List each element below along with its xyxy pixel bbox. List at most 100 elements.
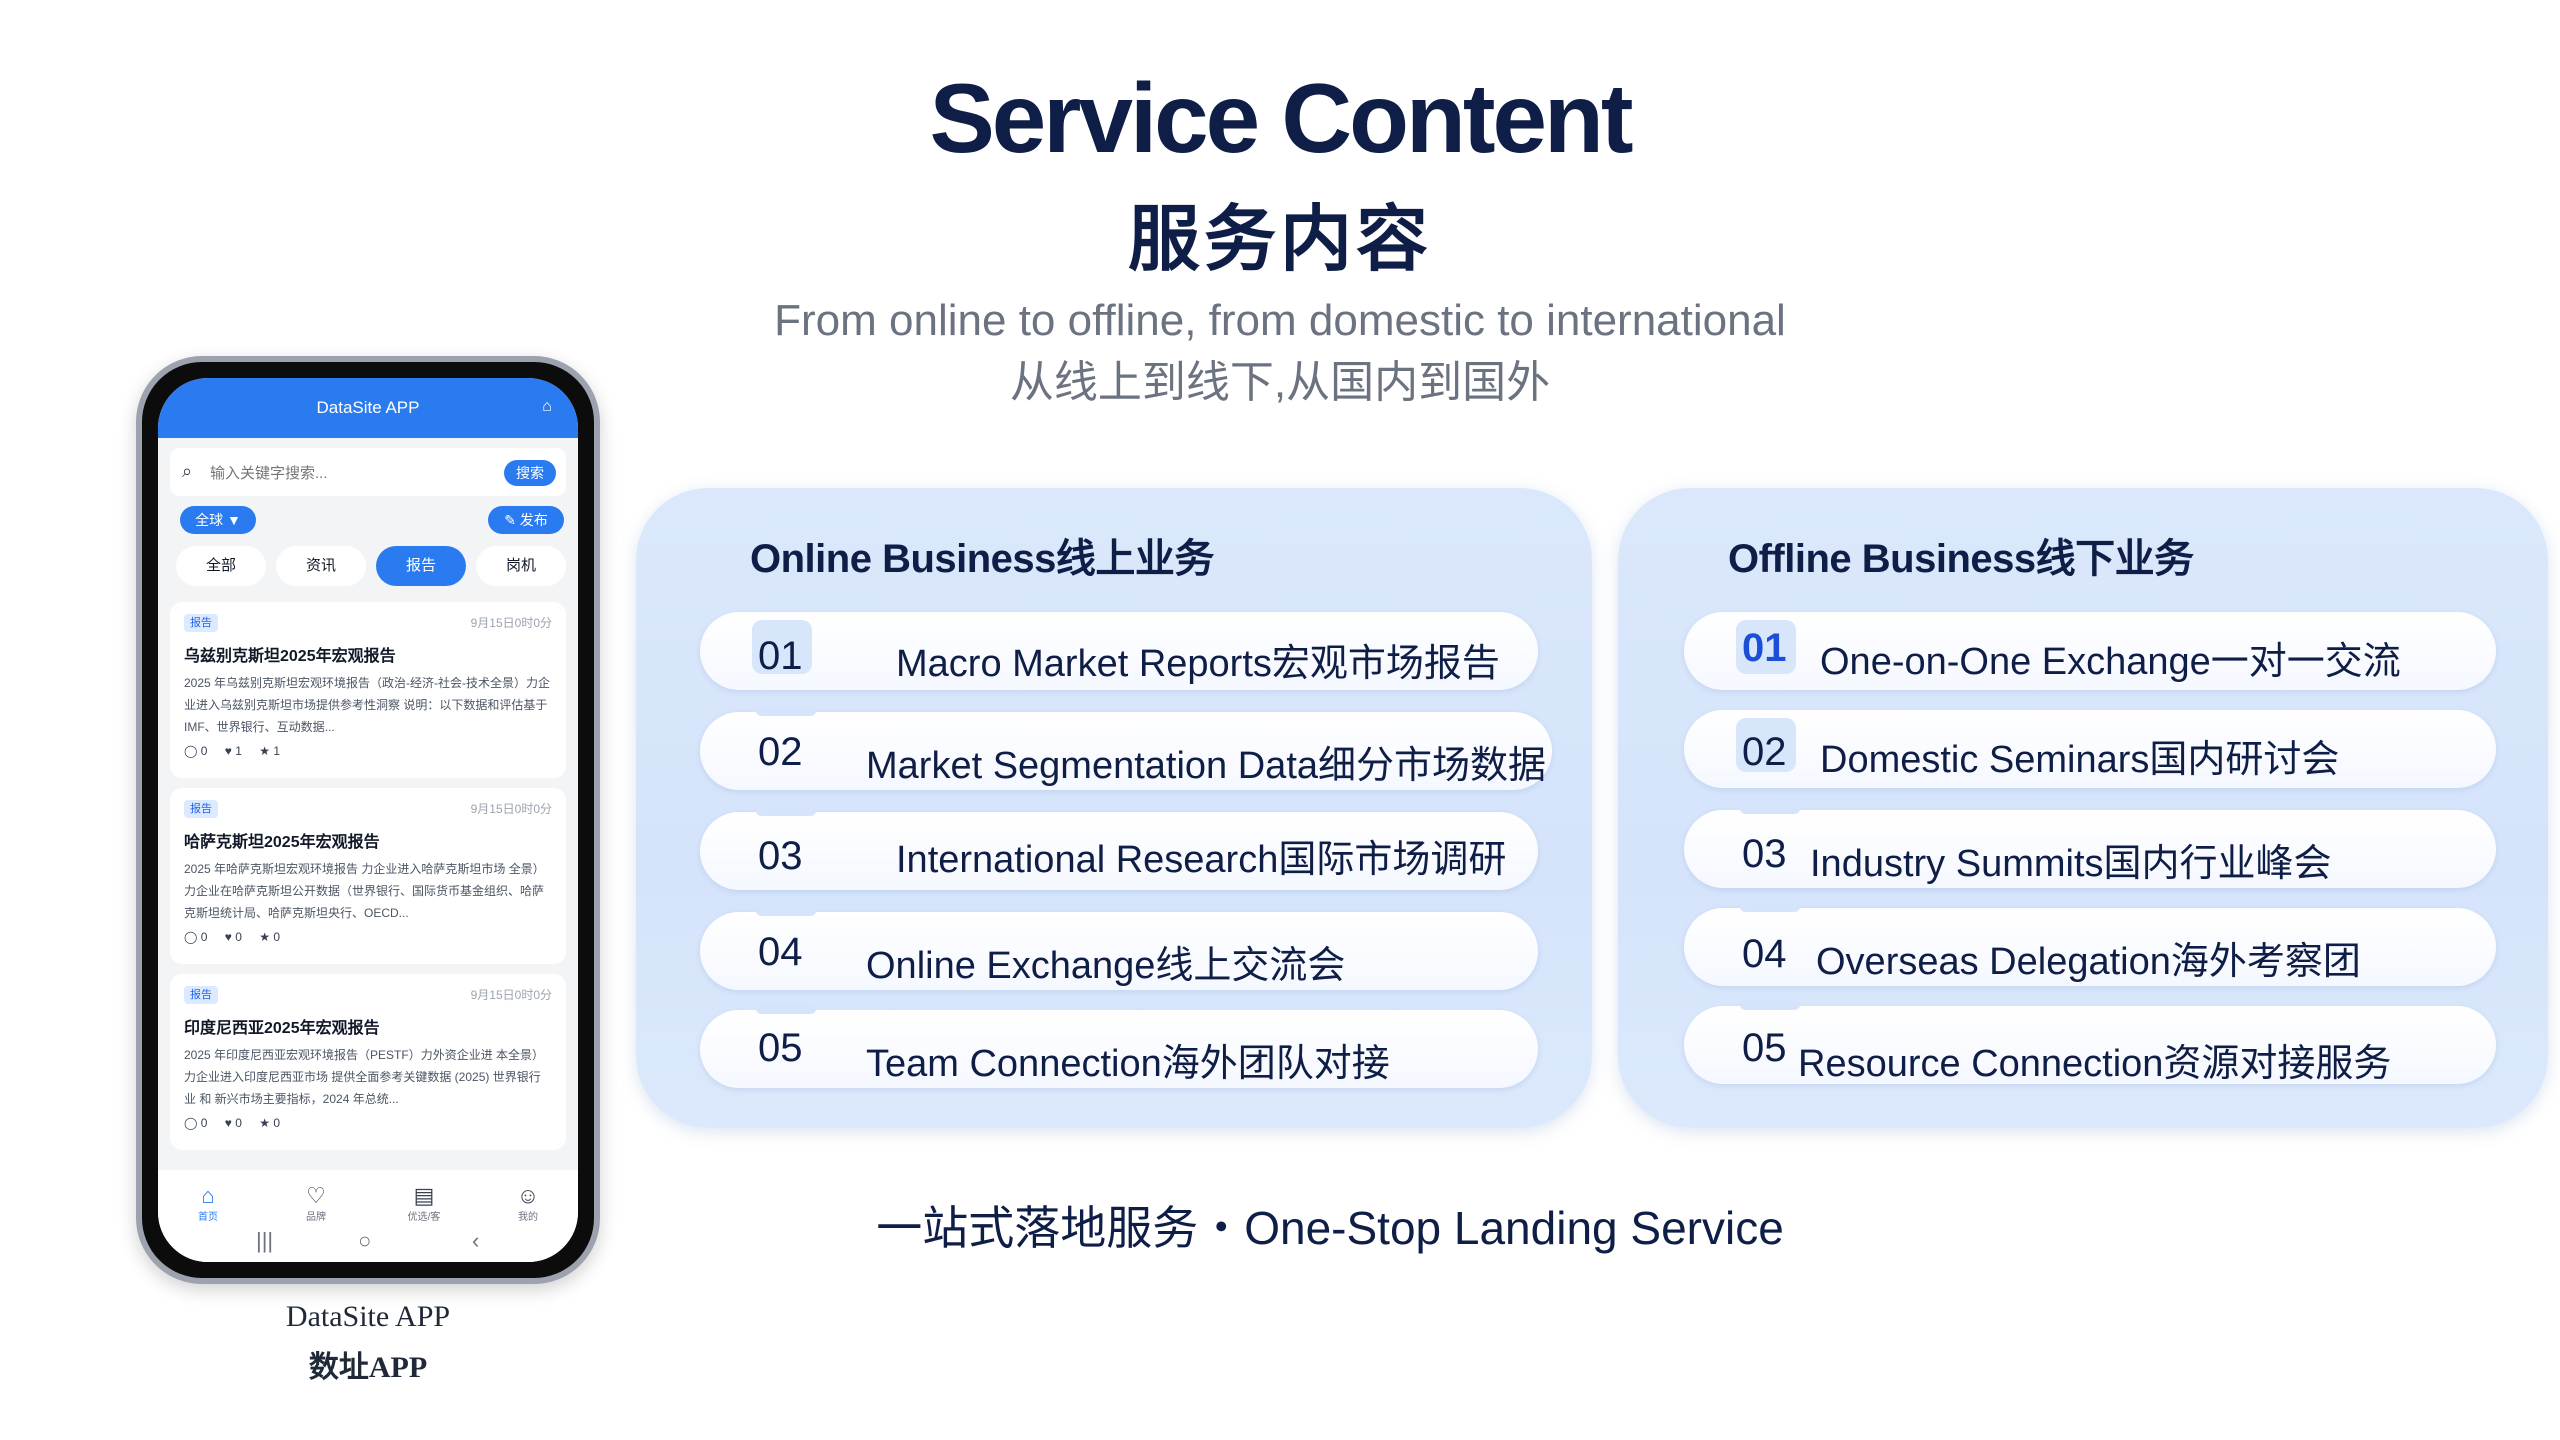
item-label: International Research国际市场调研 bbox=[896, 839, 1507, 881]
report-title: 乌兹别克斯坦2025年宏观报告 bbox=[184, 648, 396, 665]
nav-profile[interactable]: ☺ 我的 bbox=[498, 1184, 558, 1224]
item-number: 04 bbox=[758, 930, 803, 974]
item-tab-stub bbox=[756, 706, 816, 716]
item-tab-stub bbox=[1740, 902, 1800, 912]
report-title: 哈萨克斯坦2025年宏观报告 bbox=[184, 834, 380, 851]
nav-label: 优选/客 bbox=[407, 1212, 441, 1223]
report-stats: ◯ 0 ♥ 0 ★ 0 bbox=[184, 1116, 294, 1130]
like-count: 0 bbox=[235, 1116, 242, 1130]
comment-icon[interactable]: ◯ 0 bbox=[184, 1116, 208, 1130]
title-cn: 服务内容 bbox=[1127, 200, 1432, 280]
item-number: 02 bbox=[1742, 730, 1787, 774]
heart-icon[interactable]: ♥ 0 bbox=[224, 930, 242, 944]
home-icon[interactable]: ⌂ bbox=[542, 398, 552, 415]
publish-button[interactable]: ✎ 发布 bbox=[488, 506, 564, 534]
star-count: 1 bbox=[273, 744, 281, 758]
back-button[interactable]: ‹ bbox=[472, 1228, 480, 1253]
phone-caption-en: DataSite APP bbox=[285, 1300, 451, 1333]
tab-all[interactable]: 全部 bbox=[176, 546, 266, 586]
report-card[interactable]: 报告 9月15日0时0分 印度尼西亚2025年宏观报告 2025 年印度尼西亚宏… bbox=[170, 974, 566, 1150]
app-title: DataSite APP bbox=[316, 398, 420, 417]
region-dropdown[interactable]: 全球 ▼ bbox=[180, 506, 256, 534]
report-stats: ◯ 0 ♥ 1 ★ 1 bbox=[184, 744, 294, 758]
report-excerpt: 2025 年印度尼西亚宏观环境报告（PESTF）力外资企业进 本全景）力企业进入… bbox=[184, 1048, 545, 1106]
item-label: Team Connection海外团队对接 bbox=[866, 1043, 1390, 1085]
report-card[interactable]: 报告 9月15日0时0分 乌兹别克斯坦2025年宏观报告 2025 年乌兹别克斯… bbox=[170, 602, 566, 778]
item-number: 03 bbox=[1742, 832, 1787, 876]
tab-reports[interactable]: 报告 bbox=[376, 546, 466, 586]
nav-store[interactable]: ▤ 优选/客 bbox=[394, 1184, 454, 1224]
nav-label: 首页 bbox=[198, 1212, 218, 1223]
offline-item[interactable]: 02 Domestic Seminars国内研讨会 bbox=[1684, 710, 2496, 788]
report-excerpt: 2025 年哈萨克斯坦宏观环境报告 力企业进入哈萨克斯坦市场 全景）力企业在哈萨… bbox=[184, 862, 545, 920]
item-label: Domestic Seminars国内研讨会 bbox=[1820, 739, 2340, 781]
like-count: 1 bbox=[235, 744, 242, 758]
online-item[interactable]: 05 Team Connection海外团队对接 bbox=[700, 1004, 1538, 1088]
star-icon[interactable]: ★ 0 bbox=[259, 930, 281, 944]
nav-home[interactable]: ⌂ 首页 bbox=[178, 1184, 238, 1224]
item-number: 04 bbox=[1742, 932, 1787, 976]
offline-item[interactable]: 04 Overseas Delegation海外考察团 bbox=[1684, 902, 2496, 986]
comment-icon[interactable]: ◯ 0 bbox=[184, 930, 208, 944]
item-label: Overseas Delegation海外考察团 bbox=[1816, 941, 2361, 983]
item-number: 05 bbox=[758, 1026, 803, 1070]
online-item[interactable]: 03 International Research国际市场调研 bbox=[700, 806, 1538, 890]
item-tab-stub bbox=[756, 806, 816, 816]
report-date: 9月15日0时0分 bbox=[470, 988, 552, 1002]
online-panel-title: Online Business线上业务 bbox=[750, 537, 1214, 581]
tab-jobs[interactable]: 岗机 bbox=[476, 546, 566, 586]
heart-icon[interactable]: ♥ 0 bbox=[224, 1116, 242, 1130]
search-button[interactable]: 搜索 bbox=[504, 460, 556, 486]
tab-news[interactable]: 资讯 bbox=[276, 546, 366, 586]
home-button[interactable]: ○ bbox=[358, 1228, 372, 1253]
item-label: Online Exchange线上交流会 bbox=[866, 945, 1346, 987]
item-label: Macro Market Reports宏观市场报告 bbox=[896, 643, 1500, 685]
subtitle-en: From online to offline, from domestic to… bbox=[774, 296, 1786, 345]
nav-brand[interactable]: ♡ 品牌 bbox=[286, 1183, 346, 1224]
nav-label: 我的 bbox=[518, 1212, 538, 1223]
system-nav-bar: ||| ○ ‹ bbox=[158, 1222, 578, 1262]
search-bar: ⌕ 搜索 bbox=[170, 448, 566, 496]
item-number: 01 bbox=[758, 634, 803, 678]
item-label: Resource Connection资源对接服务 bbox=[1798, 1043, 2392, 1085]
search-icon: ⌕ bbox=[182, 461, 193, 481]
item-tab-stub bbox=[756, 1004, 816, 1014]
item-number: 02 bbox=[758, 730, 803, 774]
comment-icon[interactable]: ◯ 0 bbox=[184, 744, 208, 758]
online-item[interactable]: 02 Market Segmentation Data细分市场数据 bbox=[700, 706, 1552, 790]
comment-count: 0 bbox=[200, 930, 208, 944]
report-card[interactable]: 报告 9月15日0时0分 哈萨克斯坦2025年宏观报告 2025 年哈萨克斯坦宏… bbox=[170, 788, 566, 964]
star-icon[interactable]: ★ 1 bbox=[259, 744, 281, 758]
recent-apps-button[interactable]: ||| bbox=[256, 1228, 274, 1253]
report-stats: ◯ 0 ♥ 0 ★ 0 bbox=[184, 930, 294, 944]
item-label: Market Segmentation Data细分市场数据 bbox=[866, 745, 1547, 787]
offline-item[interactable]: 03 Industry Summits国内行业峰会 bbox=[1684, 804, 2496, 888]
title-en: Service Content bbox=[929, 63, 1633, 173]
item-label: One-on-One Exchange一对一交流 bbox=[1820, 641, 2401, 683]
heart-icon: ♡ bbox=[306, 1183, 326, 1208]
star-count: 0 bbox=[273, 1116, 281, 1130]
online-item[interactable]: 01 Macro Market Reports宏观市场报告 bbox=[700, 612, 1538, 690]
report-date: 9月15日0时0分 bbox=[470, 616, 552, 630]
offline-item[interactable]: 01 One-on-One Exchange一对一交流 bbox=[1684, 612, 2496, 690]
number-badge bbox=[1736, 718, 1796, 772]
heart-icon[interactable]: ♥ 1 bbox=[224, 744, 242, 758]
comment-count: 0 bbox=[200, 744, 208, 758]
item-number: 01 bbox=[1742, 626, 1787, 670]
online-item[interactable]: 04 Online Exchange线上交流会 bbox=[700, 906, 1538, 990]
star-count: 0 bbox=[273, 930, 281, 944]
nav-label: 品牌 bbox=[306, 1212, 326, 1223]
report-tag: 报告 bbox=[184, 800, 218, 818]
item-label: Industry Summits国内行业峰会 bbox=[1810, 843, 2332, 885]
phone-screen: DataSite APP ⌂ ⌕ 搜索 全球 ▼ ✎ 发布 全部 资讯 报告 岗… bbox=[158, 378, 578, 1262]
search-input[interactable] bbox=[208, 460, 472, 486]
star-icon[interactable]: ★ 0 bbox=[259, 1116, 281, 1130]
item-number: 05 bbox=[1742, 1026, 1787, 1070]
offline-item[interactable]: 05 Resource Connection资源对接服务 bbox=[1684, 1000, 2496, 1085]
footer-tagline: 一站式落地服务・One-Stop Landing Service bbox=[876, 1202, 1784, 1254]
offline-business-panel: Offline Business线下业务 01 One-on-One Excha… bbox=[1618, 488, 2548, 1128]
report-tag: 报告 bbox=[184, 614, 218, 632]
item-tab-stub bbox=[756, 906, 816, 916]
category-tabs: 全部 资讯 报告 岗机 bbox=[170, 546, 566, 590]
app-bar: DataSite APP ⌂ bbox=[158, 378, 578, 438]
